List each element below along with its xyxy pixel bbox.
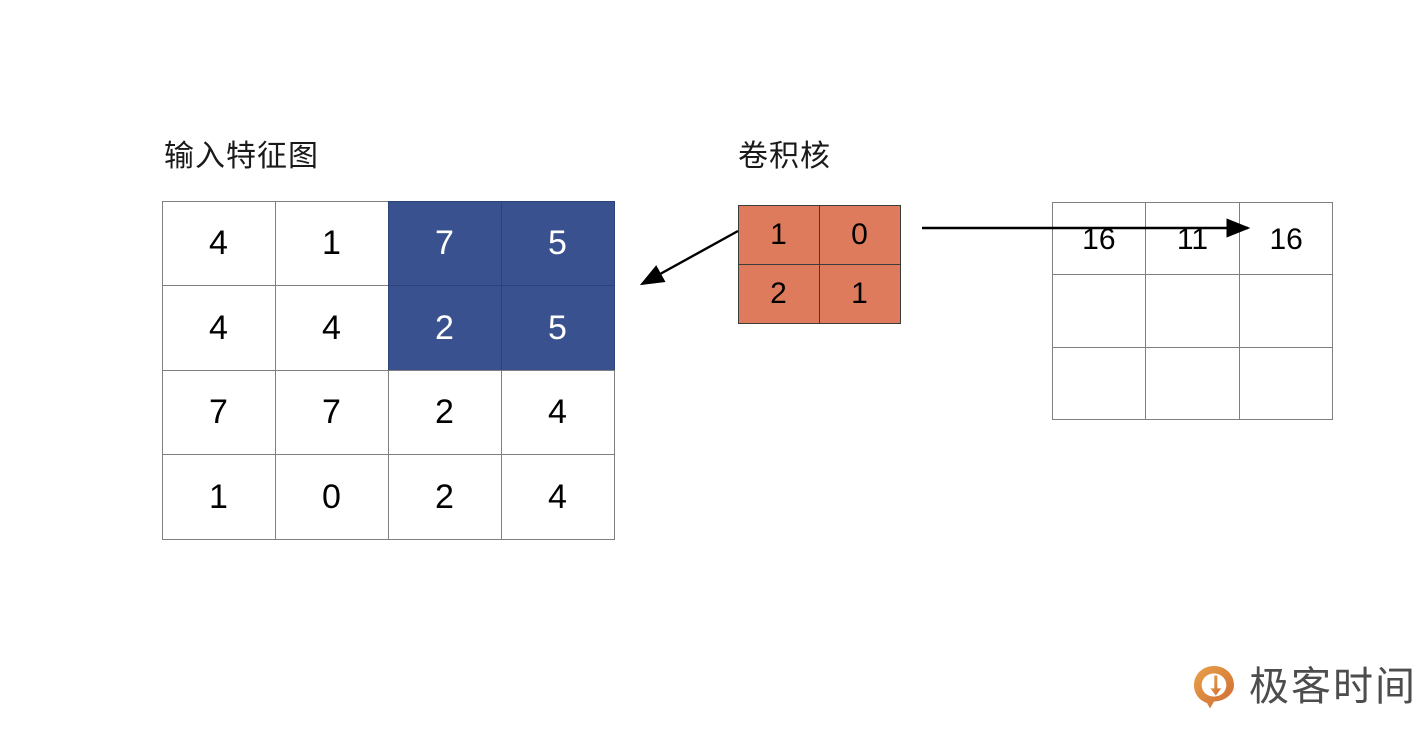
input-cell-r3-c2: 7 bbox=[274, 369, 389, 455]
output-cell-r2-c2 bbox=[1145, 274, 1240, 348]
brand-logo: 极客时间 bbox=[1190, 663, 1417, 711]
input-cell-r1-c2: 1 bbox=[274, 200, 389, 286]
input-cell-r2-c4: 5 bbox=[500, 285, 615, 371]
input-cell-r4-c4: 4 bbox=[500, 454, 615, 540]
input-cell-r4-c3: 2 bbox=[387, 454, 502, 540]
kernel-cell-r2-c1: 2 bbox=[737, 263, 820, 324]
input-cell-r4-c1: 1 bbox=[161, 454, 276, 540]
output-cell-r3-c1 bbox=[1051, 346, 1147, 421]
output-cell-r1-c3: 16 bbox=[1238, 201, 1334, 276]
output-cell-r3-c3 bbox=[1238, 346, 1334, 421]
input-cell-r2-c3: 2 bbox=[387, 285, 502, 371]
kernel-title: 卷积核 bbox=[738, 140, 831, 173]
input-cell-r3-c3: 2 bbox=[387, 369, 502, 455]
input-cell-r3-c1: 7 bbox=[161, 369, 276, 455]
input-cell-r1-c3: 7 bbox=[387, 200, 502, 286]
brand-name: 极客时间 bbox=[1249, 665, 1417, 709]
kernel-cell-r1-c2: 0 bbox=[818, 204, 901, 265]
input-cell-r1-c1: 4 bbox=[161, 200, 276, 286]
input-cell-r3-c4: 4 bbox=[500, 369, 615, 455]
output-cell-r2-c1 bbox=[1051, 274, 1147, 348]
output-cell-r2-c3 bbox=[1238, 274, 1334, 348]
kernel-cell-r1-c1: 1 bbox=[737, 204, 820, 265]
kernel-to-input-arrow bbox=[639, 229, 739, 286]
output-cell-r1-c2: 11 bbox=[1145, 201, 1240, 276]
input-feature-map-title: 输入特征图 bbox=[164, 140, 319, 173]
input-cell-r2-c1: 4 bbox=[161, 285, 276, 371]
input-cell-r2-c2: 4 bbox=[274, 285, 389, 371]
output-cell-r1-c1: 16 bbox=[1051, 201, 1147, 276]
output-cell-r3-c2 bbox=[1145, 346, 1240, 421]
input-cell-r1-c4: 5 bbox=[500, 200, 615, 286]
kernel-cell-r2-c2: 1 bbox=[818, 263, 901, 324]
input-cell-r4-c2: 0 bbox=[274, 454, 389, 540]
geektime-logo-icon bbox=[1194, 666, 1234, 709]
